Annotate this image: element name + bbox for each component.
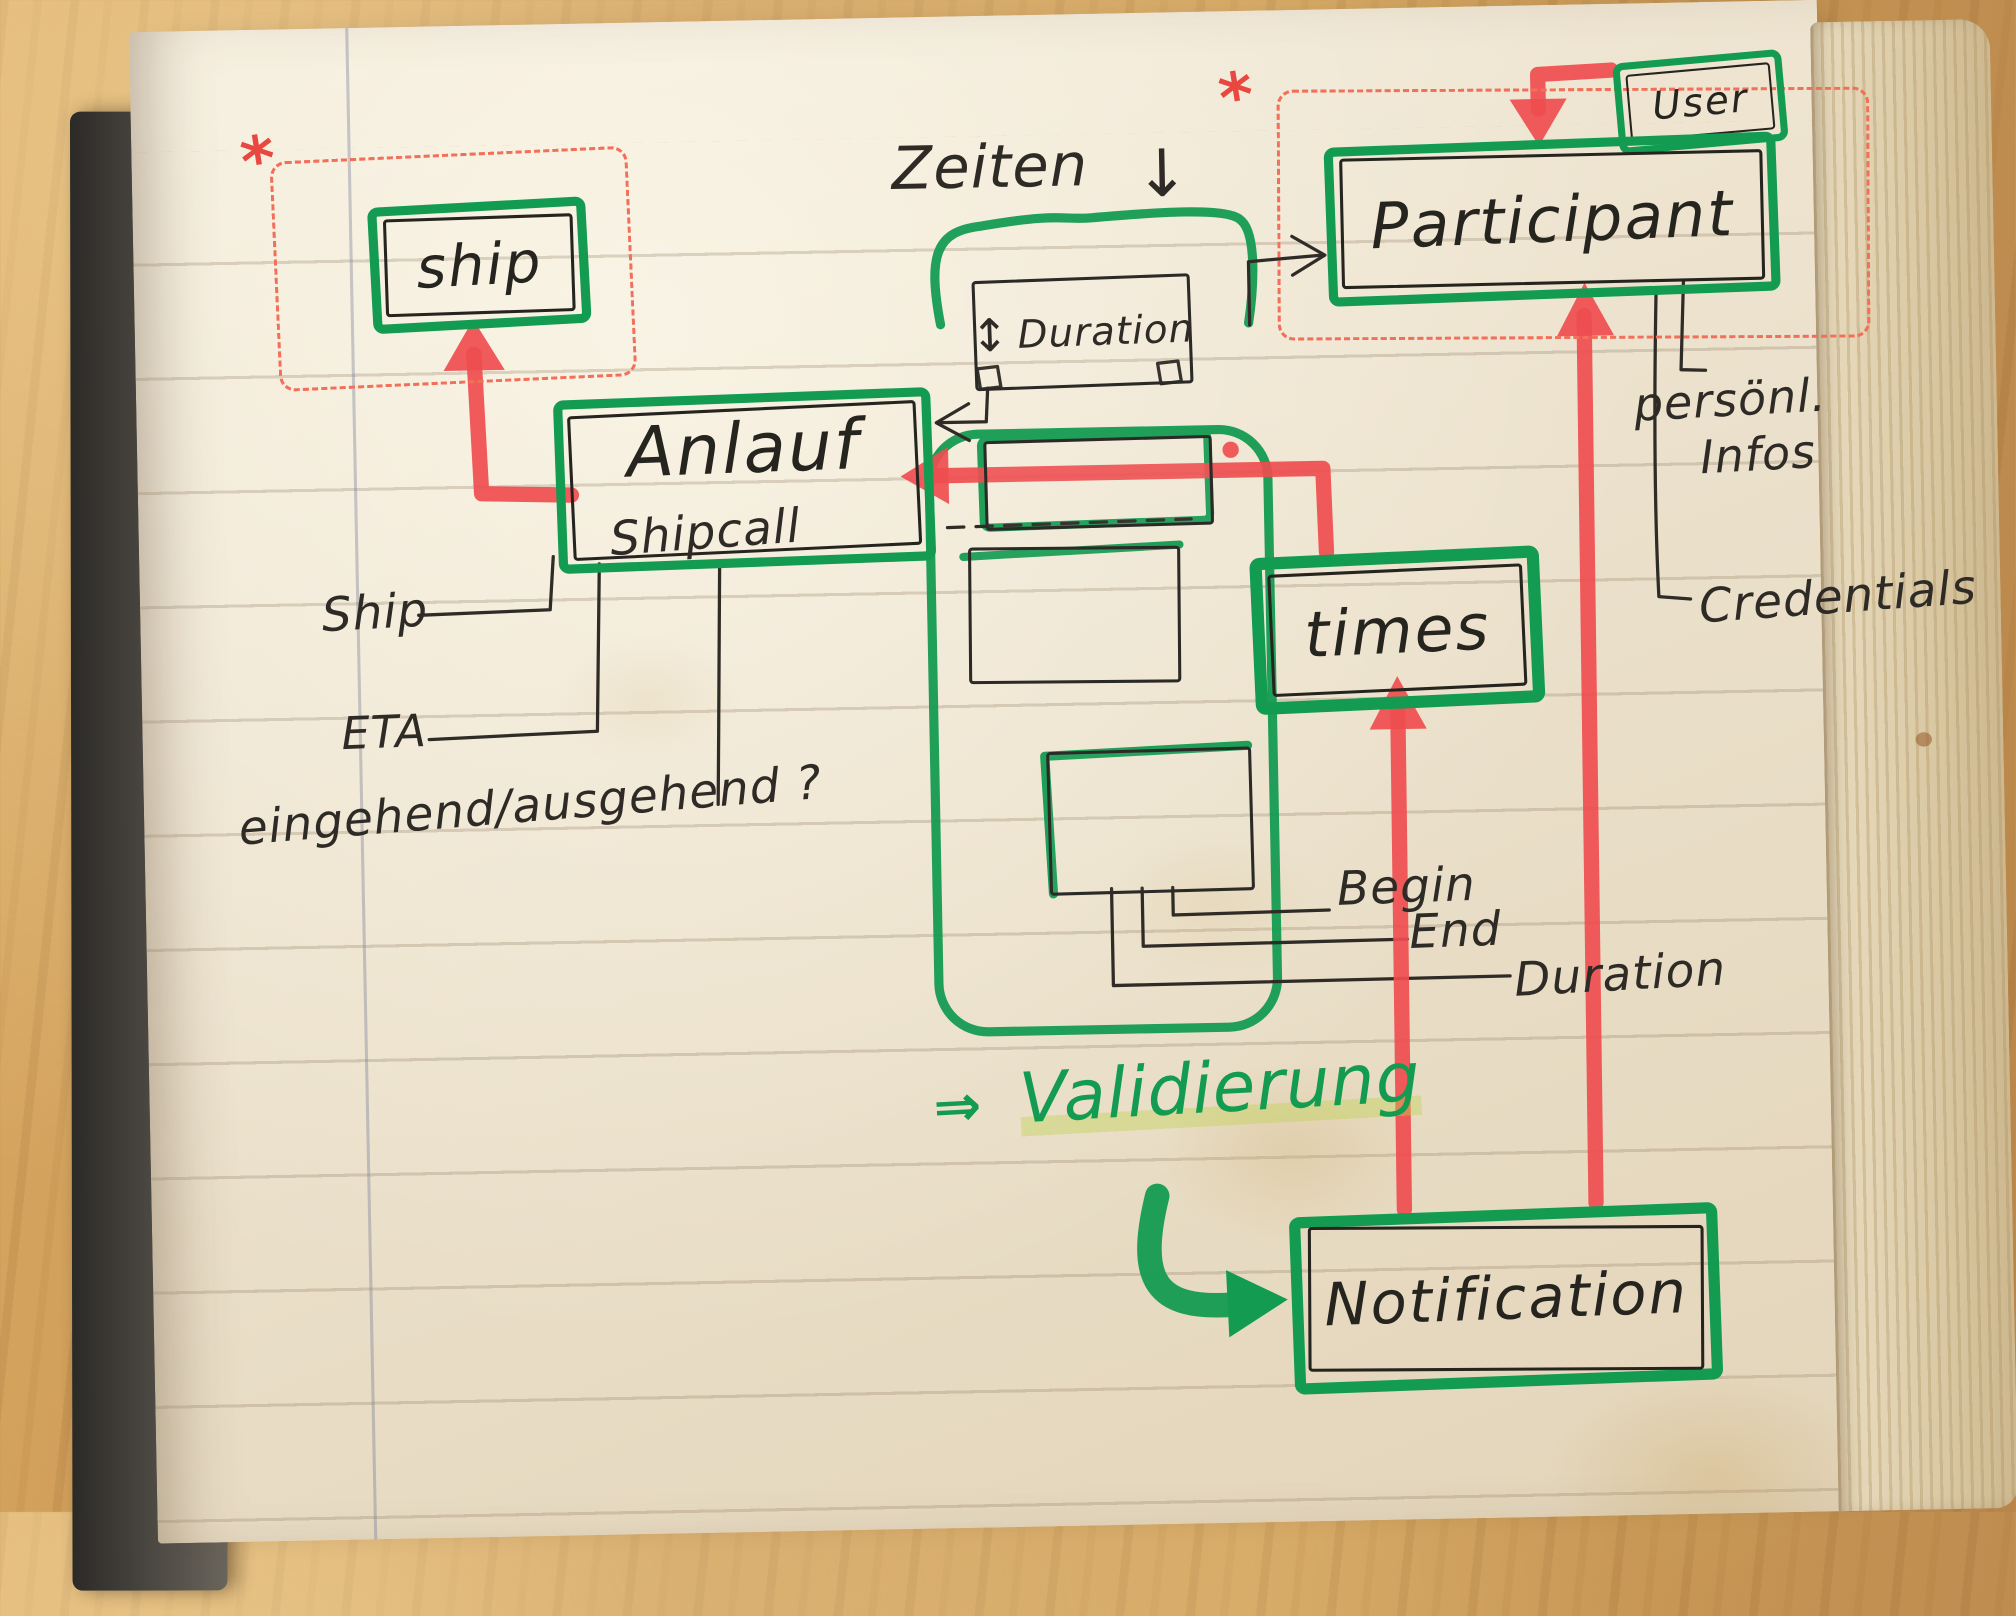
anlauf-node: Anlauf Shipcall bbox=[553, 387, 937, 574]
times-node: times bbox=[1249, 545, 1546, 715]
line-ship-attr bbox=[418, 557, 555, 616]
sketch-diagram: * * ship User Participant Anlauf Shipcal… bbox=[0, 0, 2016, 1547]
notification-label: Notification bbox=[1300, 1213, 1711, 1383]
notification-node: Notification bbox=[1289, 1202, 1724, 1395]
time-entry-3 bbox=[1046, 746, 1255, 895]
time-entry-2 bbox=[968, 546, 1181, 685]
ship-node: ship bbox=[367, 196, 592, 334]
validation-text: Validierung bbox=[1017, 1038, 1422, 1140]
credentials-label: Credentials bbox=[1697, 559, 1978, 634]
duration-attr-label: Duration bbox=[1513, 941, 1728, 1007]
inout-attr-label: eingehend/ausgehend ? bbox=[236, 754, 824, 856]
zeiten-text: Zeiten bbox=[891, 130, 1089, 203]
zeiten-annotation: Zeiten ↓ bbox=[891, 124, 1191, 205]
up-down-arrow-icon: ↕ bbox=[970, 309, 1011, 362]
red-dot bbox=[1222, 441, 1239, 458]
participant-node: Participant bbox=[1323, 131, 1780, 307]
asterisk-mark-right: * bbox=[1214, 58, 1260, 138]
down-arrow-icon: ↓ bbox=[1107, 136, 1191, 213]
time-entry-1 bbox=[983, 435, 1214, 531]
personal-infos-line2: Infos bbox=[1699, 424, 1818, 484]
red-arrow-notification-to-times bbox=[1395, 707, 1408, 1210]
line-duration-to-anlauf bbox=[940, 388, 989, 423]
validation-curved-arrow bbox=[1148, 1194, 1232, 1306]
validation-annotation: ⇒ Validierung bbox=[931, 1038, 1423, 1145]
ship-label: ship bbox=[377, 206, 582, 325]
line-duration-to-anlauf-head bbox=[936, 404, 969, 441]
personal-infos-line1: persönl. bbox=[1632, 368, 1827, 432]
duration-label: Duration bbox=[1017, 306, 1195, 357]
eta-attr-label: ETA bbox=[340, 705, 427, 760]
red-arrow-notification-to-participant bbox=[1579, 315, 1601, 1202]
end-attr-label: End bbox=[1408, 901, 1502, 959]
times-label: times bbox=[1262, 558, 1533, 702]
duration-node: ↕ Duration bbox=[971, 273, 1193, 391]
ship-attr-label: Ship bbox=[320, 582, 429, 643]
double-arrow-icon: ⇒ bbox=[932, 1072, 999, 1142]
participant-label: Participant bbox=[1333, 141, 1771, 298]
notebook: * * ship User Participant Anlauf Shipcal… bbox=[0, 0, 2016, 1547]
line-eta-attr bbox=[426, 564, 603, 740]
validation-curved-arrow-head bbox=[1226, 1269, 1288, 1337]
asterisk-mark-left: * bbox=[236, 121, 282, 201]
